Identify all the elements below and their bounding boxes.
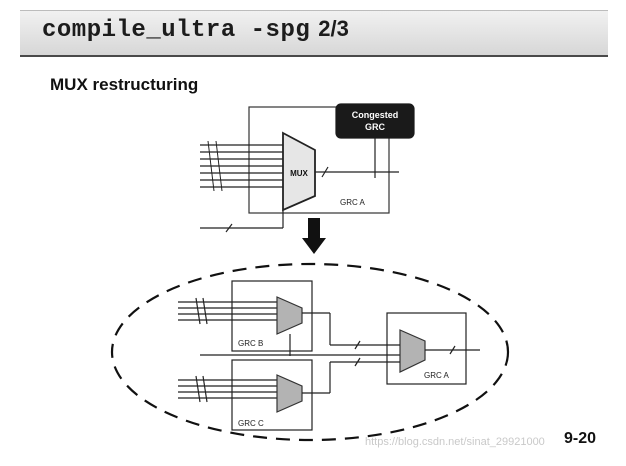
grc-b-mux <box>276 296 303 335</box>
grc-c-mux <box>276 374 303 413</box>
bus-slash-mark <box>321 166 329 178</box>
grc-a-bottom-label: GRC A <box>424 371 450 380</box>
title-command: compile_ultra -spg <box>42 17 311 44</box>
grc-c-label: GRC C <box>238 419 264 428</box>
dashed-grouping-ellipse <box>110 262 510 442</box>
grc-a-region-box <box>248 106 390 214</box>
section-heading: MUX restructuring <box>50 75 199 94</box>
bottom-diagram <box>178 280 480 431</box>
watermark: https://blog.csdn.net/sinat_29921000 <box>365 436 545 448</box>
grc-b-inputs <box>178 297 277 325</box>
mux-label: MUX <box>290 169 308 178</box>
grc-b-box <box>231 280 313 352</box>
grc-c-inputs <box>178 375 277 403</box>
grc-a-mux <box>399 329 426 373</box>
grc-a-top-label: GRC A <box>340 198 366 207</box>
grc-b-label: GRC B <box>238 339 263 348</box>
congested-label-line2: GRC <box>365 122 386 132</box>
mux-input-bus <box>200 140 283 192</box>
title-page-fraction: 2/3 <box>318 16 349 41</box>
congested-label-line1: Congested <box>352 110 399 120</box>
page-number: 9-20 <box>564 430 597 447</box>
grc-a-box-bottom <box>386 312 467 385</box>
grc-c-box <box>231 359 313 431</box>
title-bar <box>20 10 608 57</box>
transform-arrow <box>302 218 326 254</box>
top-diagram <box>200 103 415 233</box>
mux-shape <box>282 131 316 212</box>
slide-title: compile_ultra -spg 2/3 <box>42 16 349 44</box>
